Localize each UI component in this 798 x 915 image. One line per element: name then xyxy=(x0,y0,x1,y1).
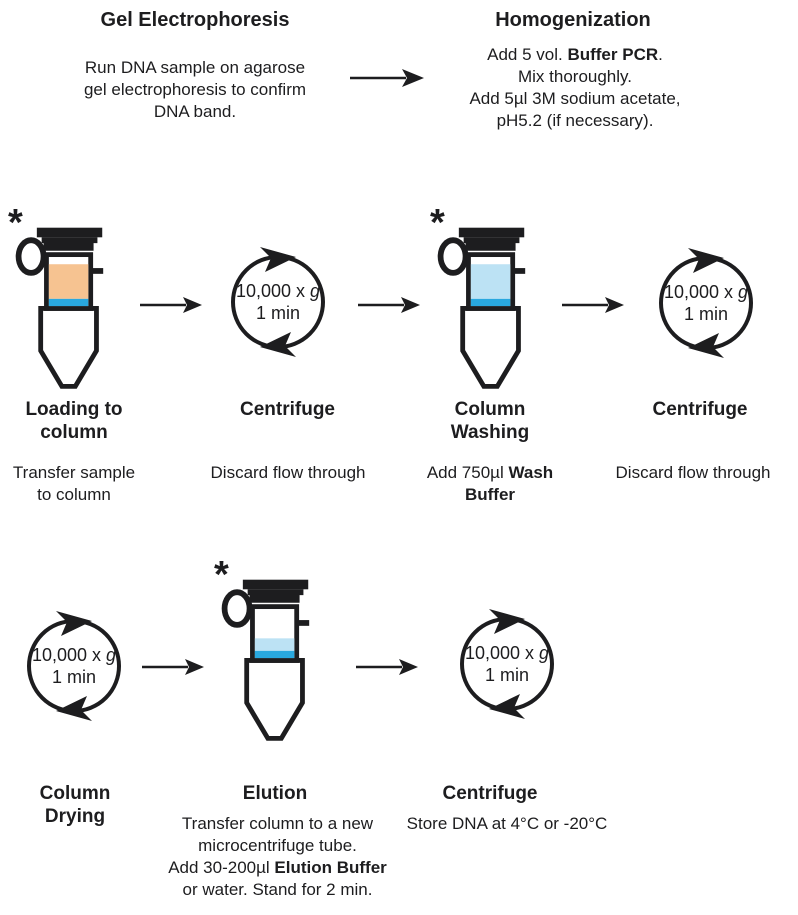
centrifuge-icon: 10,000 x g 1 min xyxy=(449,606,565,722)
asterisk-marker: * xyxy=(214,554,229,596)
arrow-icon xyxy=(356,294,422,321)
homogenization-title: Homogenization xyxy=(495,9,651,31)
centrifuge-speed-label: 10,000 x g 1 min xyxy=(31,645,117,687)
arrow-icon xyxy=(348,66,426,95)
centrifuge-step-note: Store DNA at 4°C or -20°C xyxy=(406,814,608,833)
loading-step-title: Loading to column xyxy=(25,399,123,443)
loading-step-note: Transfer sample to column xyxy=(12,463,136,504)
arrow-icon xyxy=(138,294,204,321)
centrifuge-step-title: Centrifuge xyxy=(240,399,335,420)
arrow-icon xyxy=(140,656,206,683)
washing-step-title: Column Washing xyxy=(450,399,530,443)
drying-step-title: Column Drying xyxy=(39,783,111,827)
centrifuge-speed-label: 10,000 x g 1 min xyxy=(235,281,321,323)
centrifuge-speed-label: 10,000 x g 1 min xyxy=(464,643,550,685)
elution-step-note: Transfer column to a new microcentrifuge… xyxy=(168,814,387,899)
washing-step-note: Add 750µl Wash Buffer xyxy=(426,463,554,504)
centrifuge-icon: 10,000 x g 1 min xyxy=(16,608,132,724)
asterisk-marker: * xyxy=(8,202,23,244)
centrifuge-speed-label: 10,000 x g 1 min xyxy=(663,282,749,324)
centrifuge-icon: 10,000 x g 1 min xyxy=(220,244,336,360)
arrow-icon xyxy=(560,294,626,321)
gel-electrophoresis-title: Gel Electrophoresis xyxy=(100,9,290,31)
gel-electrophoresis-note: Run DNA sample on agarose gel electropho… xyxy=(83,58,307,121)
arrow-icon xyxy=(354,656,420,683)
homogenization-note: Add 5 vol. Buffer PCR. Mix thoroughly. A… xyxy=(469,45,681,130)
centrifuge-step-title: Centrifuge xyxy=(652,399,748,420)
spin-column-tube-sample-icon: * xyxy=(8,204,108,399)
spin-column-tube-wash-icon: * xyxy=(430,204,530,399)
centrifuge-icon: 10,000 x g 1 min xyxy=(648,245,764,361)
centrifuge-step-title: Centrifuge xyxy=(442,783,538,804)
spin-column-tube-elution-icon: * xyxy=(214,556,314,751)
centrifuge-step-note: Discard flow through xyxy=(615,463,771,482)
centrifuge-step-note: Discard flow through xyxy=(210,463,366,482)
elution-step-title: Elution xyxy=(242,783,308,804)
asterisk-marker: * xyxy=(430,202,445,244)
